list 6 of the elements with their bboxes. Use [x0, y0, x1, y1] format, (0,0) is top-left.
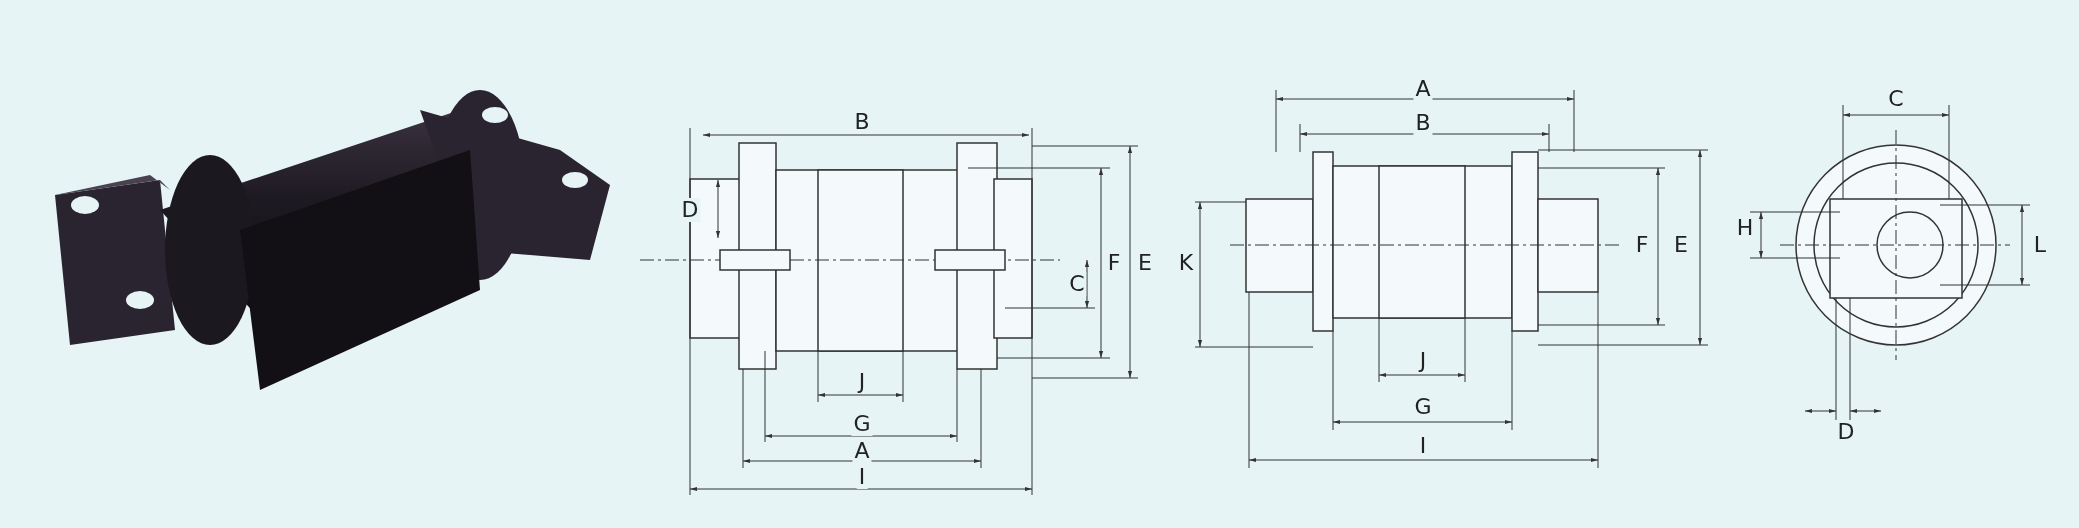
dimension-label: C	[1067, 272, 1087, 296]
dimension-label: B	[1413, 111, 1433, 135]
dimension-label: G	[851, 412, 873, 436]
dimension-label: A	[852, 439, 872, 463]
dimension-label: A	[1413, 77, 1433, 101]
dimension-label: I	[856, 465, 868, 489]
